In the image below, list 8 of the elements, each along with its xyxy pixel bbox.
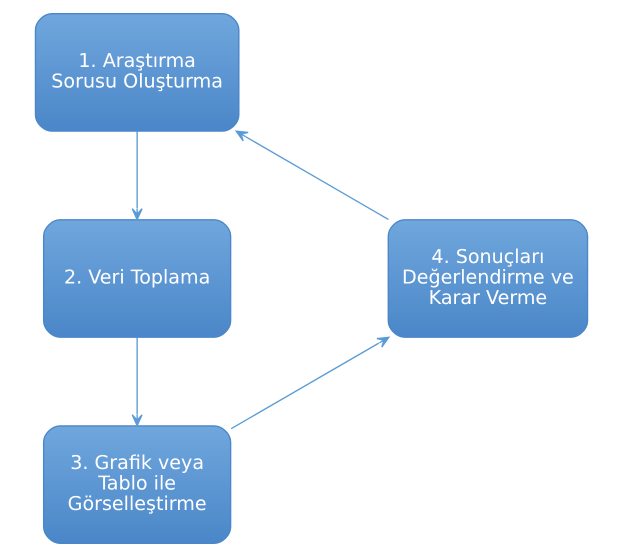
arrow (131, 132, 142, 220)
node-box: 4. Sonuçları Değerlendirme ve Karar Verme (387, 219, 588, 338)
node-box: 3. Grafik veya Tablo ile Görselleştirme (42, 425, 231, 544)
node-box: 1. Araştırma Sorusu Oluşturma (34, 13, 239, 132)
node-box: 2. Veri Toplama (42, 219, 231, 338)
arrow (230, 336, 389, 430)
arrow (235, 130, 388, 220)
arrow (131, 338, 142, 426)
